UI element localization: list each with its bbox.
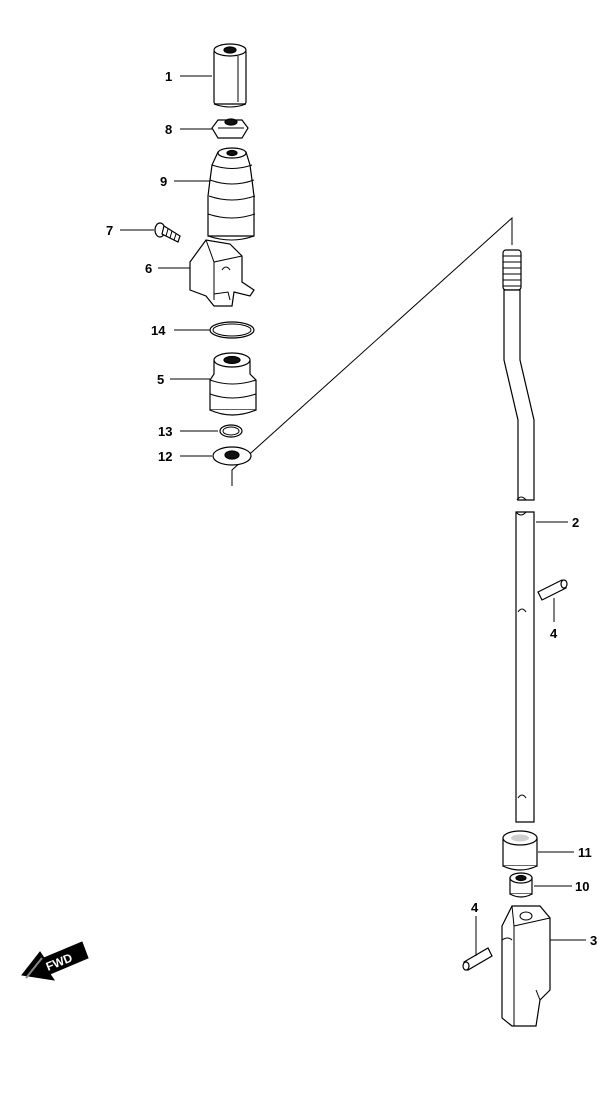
callout-4-upper: 4 <box>550 626 558 641</box>
callout-12: 12 <box>158 449 172 464</box>
callout-8: 8 <box>165 122 172 137</box>
part-4-pin-upper <box>537 579 568 601</box>
callout-1: 1 <box>165 69 172 84</box>
callout-13: 13 <box>158 424 172 439</box>
callout-14: 14 <box>151 323 166 338</box>
part-10-collar <box>509 872 533 898</box>
callout-9: 9 <box>160 174 167 189</box>
callout-7: 7 <box>106 223 113 238</box>
callout-2: 2 <box>572 515 579 530</box>
part-5-grommet <box>209 352 257 416</box>
part-2-shift-rod <box>502 249 535 823</box>
callout-11: 11 <box>578 845 592 860</box>
part-9-bellows-boot <box>207 147 256 241</box>
part-7-screw <box>154 222 181 243</box>
part-4-pin-lower <box>462 947 493 971</box>
fwd-arrow-icon: FWD <box>21 941 89 981</box>
part-6-bracket <box>189 239 255 307</box>
part-3-shift-lever <box>501 905 551 1027</box>
part-11-bushing <box>502 830 538 871</box>
callout-3: 3 <box>590 933 597 948</box>
part-1-sleeve <box>213 43 247 108</box>
part-13-ring <box>219 424 243 438</box>
callout-6: 6 <box>145 261 152 276</box>
part-14-o-ring <box>209 321 255 339</box>
leader-lines <box>120 75 586 956</box>
assembly-guide-line <box>231 216 513 486</box>
part-8-nut <box>211 118 249 139</box>
part-12-washer <box>212 446 252 466</box>
callout-10: 10 <box>575 879 589 894</box>
callout-5: 5 <box>157 372 164 387</box>
callout-labels: 1 8 9 7 6 14 5 13 12 2 4 11 10 4 3 <box>106 69 597 948</box>
callout-4-lower: 4 <box>471 900 479 915</box>
